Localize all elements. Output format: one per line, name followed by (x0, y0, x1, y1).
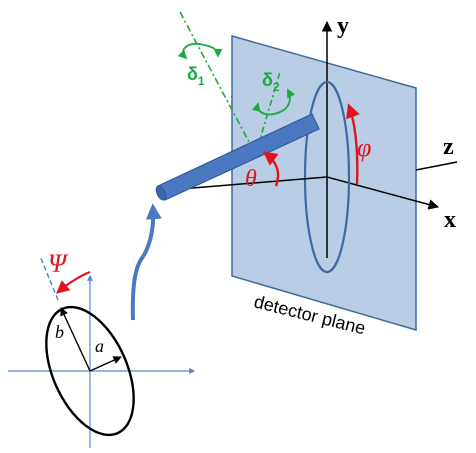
z-axis-label: z (443, 134, 454, 160)
rod-axis-line (179, 11, 257, 156)
z-axis (415, 161, 458, 171)
semi-axis-b (60, 307, 91, 372)
x-axis-label: x (444, 207, 456, 233)
phi-label: φ (357, 133, 371, 162)
theta-label: θ (245, 166, 257, 192)
semi-axis-a (89, 356, 122, 372)
projection-line (167, 176, 328, 191)
delta2-label: δ2 (262, 70, 280, 94)
detector-ellipse (303, 80, 351, 274)
y-axis-label: y (337, 13, 349, 39)
delta1-arrow (177, 42, 223, 60)
rod (155, 113, 320, 201)
a-label: a (95, 336, 104, 356)
psi-arc (55, 270, 91, 294)
psi-label: Ψ (48, 249, 69, 278)
theta-arc (262, 151, 280, 187)
delta2-arrow (251, 88, 296, 116)
b-label: b (55, 322, 64, 342)
x-axis (326, 176, 440, 210)
delta1-label: δ1 (187, 64, 205, 88)
phi-arc (346, 103, 360, 185)
transition-arrow (130, 203, 162, 321)
